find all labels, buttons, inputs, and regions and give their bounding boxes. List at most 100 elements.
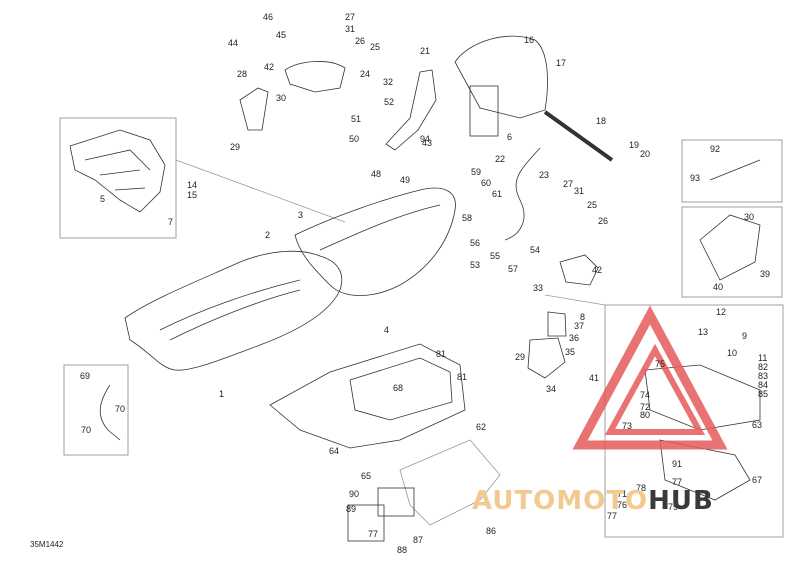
callout-91: 91	[672, 459, 683, 469]
callout-50: 50	[349, 134, 360, 144]
callout-58: 58	[462, 213, 473, 223]
callout-51: 51	[351, 114, 362, 124]
callout-16: 16	[524, 35, 535, 45]
callout-35: 35	[565, 347, 576, 357]
callout-75: 75	[655, 359, 666, 369]
callout-9: 9	[742, 331, 748, 341]
callout-68: 68	[393, 383, 404, 393]
callout-48: 48	[371, 169, 382, 179]
callout-54: 54	[530, 245, 541, 255]
watermark-logo: AUTOMOTOHUB	[472, 486, 714, 516]
callout-42b: 42	[264, 62, 275, 72]
callout-90: 90	[349, 489, 360, 499]
callout-86: 86	[486, 526, 497, 536]
callout-42: 42	[592, 265, 603, 275]
callout-30: 30	[276, 93, 287, 103]
callout-57: 57	[508, 264, 519, 274]
watermark-triangle-icon	[572, 305, 728, 450]
callout-52: 52	[384, 97, 395, 107]
callout-85: 85	[758, 389, 769, 399]
callout-5: 5	[100, 194, 106, 204]
callout-30b: 30	[744, 212, 755, 222]
callout-43: 43	[422, 138, 433, 148]
callout-62: 62	[476, 422, 487, 432]
document-code: 35M1442	[30, 540, 64, 549]
callout-7: 7	[168, 217, 174, 227]
callout-15: 15	[187, 190, 198, 200]
callout-94: 94	[420, 134, 431, 144]
callout-13: 13	[698, 327, 709, 337]
callout-45: 45	[276, 30, 287, 40]
callout-28: 28	[237, 69, 248, 79]
callout-83: 83	[758, 371, 769, 381]
callout-25: 25	[370, 42, 381, 52]
callout-37: 37	[574, 321, 585, 331]
callout-33: 33	[533, 283, 544, 293]
callout-29b: 29	[515, 352, 526, 362]
callout-74: 74	[640, 390, 651, 400]
callout-4: 4	[384, 325, 390, 335]
callout-46: 46	[263, 12, 274, 22]
callout-14: 14	[187, 180, 198, 190]
callout-32: 32	[383, 77, 394, 87]
callout-64: 64	[329, 446, 340, 456]
callout-92: 92	[710, 144, 721, 154]
callout-12: 12	[716, 307, 727, 317]
callout-79: 79	[668, 502, 679, 512]
callout-70b: 70	[81, 425, 92, 435]
callout-6: 6	[507, 132, 513, 142]
watermark-part2: HUB	[648, 486, 714, 516]
callout-73: 73	[622, 421, 633, 431]
callout-77c: 77	[368, 529, 379, 539]
callout-29: 29	[230, 142, 241, 152]
callout-20: 20	[640, 149, 651, 159]
callout-24: 24	[360, 69, 371, 79]
callout-21: 21	[420, 46, 431, 56]
callout-41: 41	[589, 373, 600, 383]
callout-55: 55	[490, 251, 501, 261]
callout-26b: 26	[598, 216, 609, 226]
callout-59: 59	[471, 167, 482, 177]
callout-78: 78	[636, 483, 647, 493]
callout-81b: 81	[457, 372, 468, 382]
callout-23: 23	[539, 170, 550, 180]
callout-53: 53	[470, 260, 481, 270]
watermark-part1: AUTOMOTO	[472, 486, 649, 516]
callout-11: 11	[758, 353, 768, 363]
callout-25b: 25	[587, 200, 598, 210]
callout-40: 40	[713, 282, 724, 292]
callout-80: 80	[640, 410, 651, 420]
callout-10: 10	[727, 348, 738, 358]
callout-27b: 27	[563, 179, 574, 189]
callout-70: 70	[115, 404, 126, 414]
callout-89: 89	[346, 504, 357, 514]
callout-36: 36	[569, 333, 580, 343]
callout-39: 39	[760, 269, 771, 279]
callout-93: 93	[690, 173, 701, 183]
callout-63: 63	[752, 420, 763, 430]
callout-27: 27	[345, 12, 356, 22]
callout-77: 77	[672, 477, 683, 487]
callout-44: 44	[228, 38, 239, 48]
callout-22: 22	[495, 154, 506, 164]
callout-49: 49	[400, 175, 411, 185]
callout-19: 19	[629, 140, 640, 150]
callout-81: 81	[436, 349, 447, 359]
callout-2: 2	[265, 230, 271, 240]
callout-18: 18	[596, 116, 607, 126]
callout-61: 61	[492, 189, 503, 199]
callout-31b: 31	[574, 186, 585, 196]
callout-26: 26	[355, 36, 366, 46]
callout-67: 67	[752, 475, 763, 485]
callout-87: 87	[413, 535, 424, 545]
callout-84: 84	[758, 380, 769, 390]
callout-8: 8	[580, 312, 586, 322]
callout-76: 76	[617, 500, 628, 510]
callout-56: 56	[470, 238, 481, 248]
callout-60: 60	[481, 178, 492, 188]
callout-72: 72	[640, 402, 651, 412]
callout-82: 82	[758, 362, 769, 372]
callout-88: 88	[397, 545, 408, 555]
